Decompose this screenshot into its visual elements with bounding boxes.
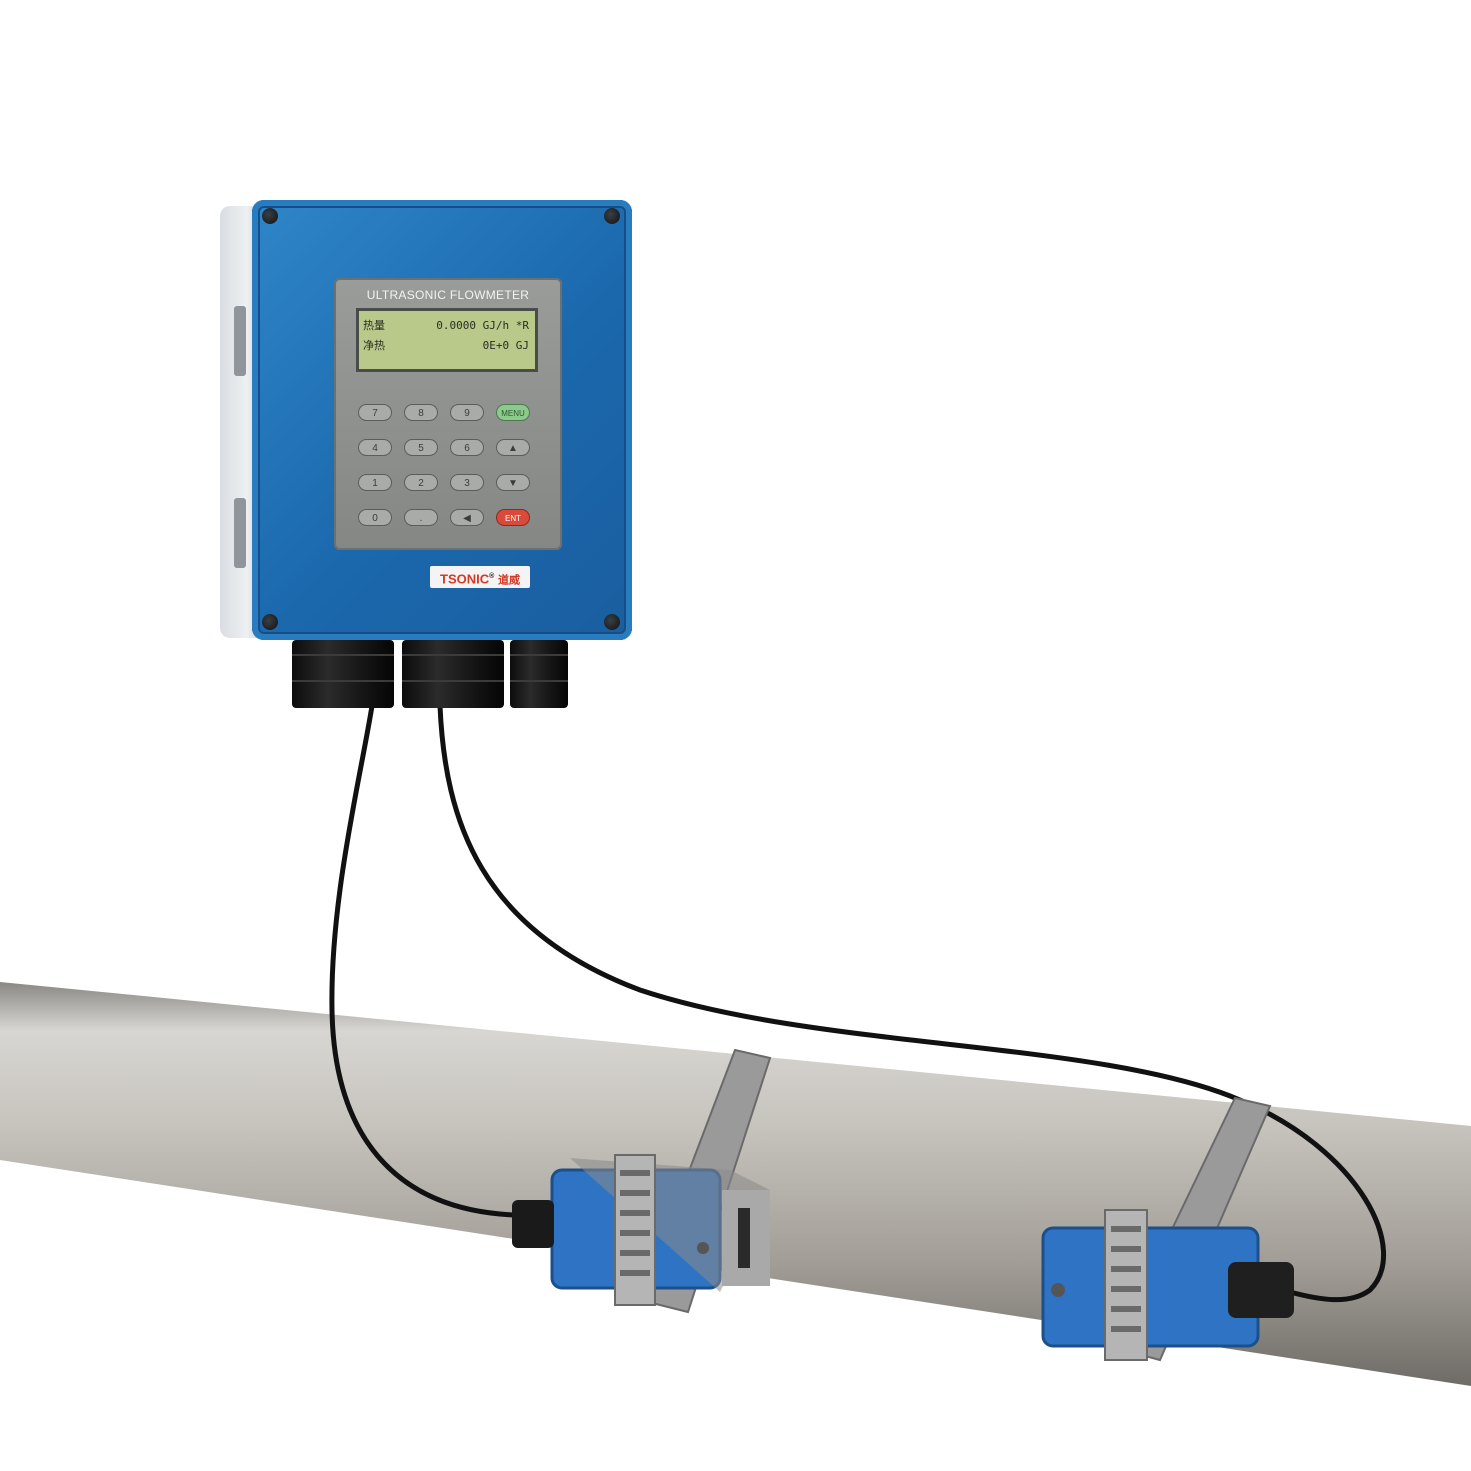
lcd-line1-label: 热量 [363,319,385,332]
key-4[interactable]: 4 [358,439,392,456]
brand-registered-mark: ® [489,573,495,580]
brand-cn: 道威 [497,574,520,587]
hinge-top [234,306,246,376]
key-6[interactable]: 6 [450,439,484,456]
key-3[interactable]: 3 [450,474,484,491]
screw-icon [262,208,278,224]
brand-logo: TSONIC® 道威 [430,566,530,588]
enter-button[interactable]: ENT [496,509,530,526]
screw-icon [604,614,620,630]
transducer-downstream [1041,1226,1294,1348]
cable-upstream [329,705,516,1218]
key-0[interactable]: 0 [358,509,392,526]
control-panel: ULTRASONIC FLOWMETER 热量 0.0000 GJ/h *R 净… [334,278,562,550]
key-2[interactable]: 2 [404,474,438,491]
brand-name: TSONIC [440,571,490,587]
key-9[interactable]: 9 [450,404,484,421]
flowmeter-enclosure: ULTRASONIC FLOWMETER 热量 0.0000 GJ/h *R 净… [220,200,632,640]
cable-gland [402,640,504,708]
screw-icon [604,208,620,224]
lcd-display: 热量 0.0000 GJ/h *R 净热 0E+0 GJ [356,308,538,372]
lcd-line1-value: 0.0000 GJ/h *R [436,319,529,332]
key-7[interactable]: 7 [358,404,392,421]
back-arrow-button[interactable]: ◀ [450,509,484,526]
screw-icon [262,614,278,630]
cable-downstream [437,705,1387,1303]
up-arrow-button[interactable]: ▲ [496,439,530,456]
menu-button[interactable]: MENU [496,404,530,421]
panel-title: ULTRASONIC FLOWMETER [366,288,530,302]
lcd-line2-label: 净热 [363,339,385,352]
key-dot[interactable]: . [404,509,438,526]
lcd-line2-value: 0E+0 GJ [482,339,529,352]
cable-gland [292,640,394,708]
hinge-bottom [234,498,246,568]
key-5[interactable]: 5 [404,439,438,456]
down-arrow-button[interactable]: ▼ [496,474,530,491]
key-8[interactable]: 8 [404,404,438,421]
cable-gland [510,640,568,708]
key-1[interactable]: 1 [358,474,392,491]
enclosure-front: ULTRASONIC FLOWMETER 热量 0.0000 GJ/h *R 净… [252,200,632,640]
clamp-band [1104,1209,1148,1361]
